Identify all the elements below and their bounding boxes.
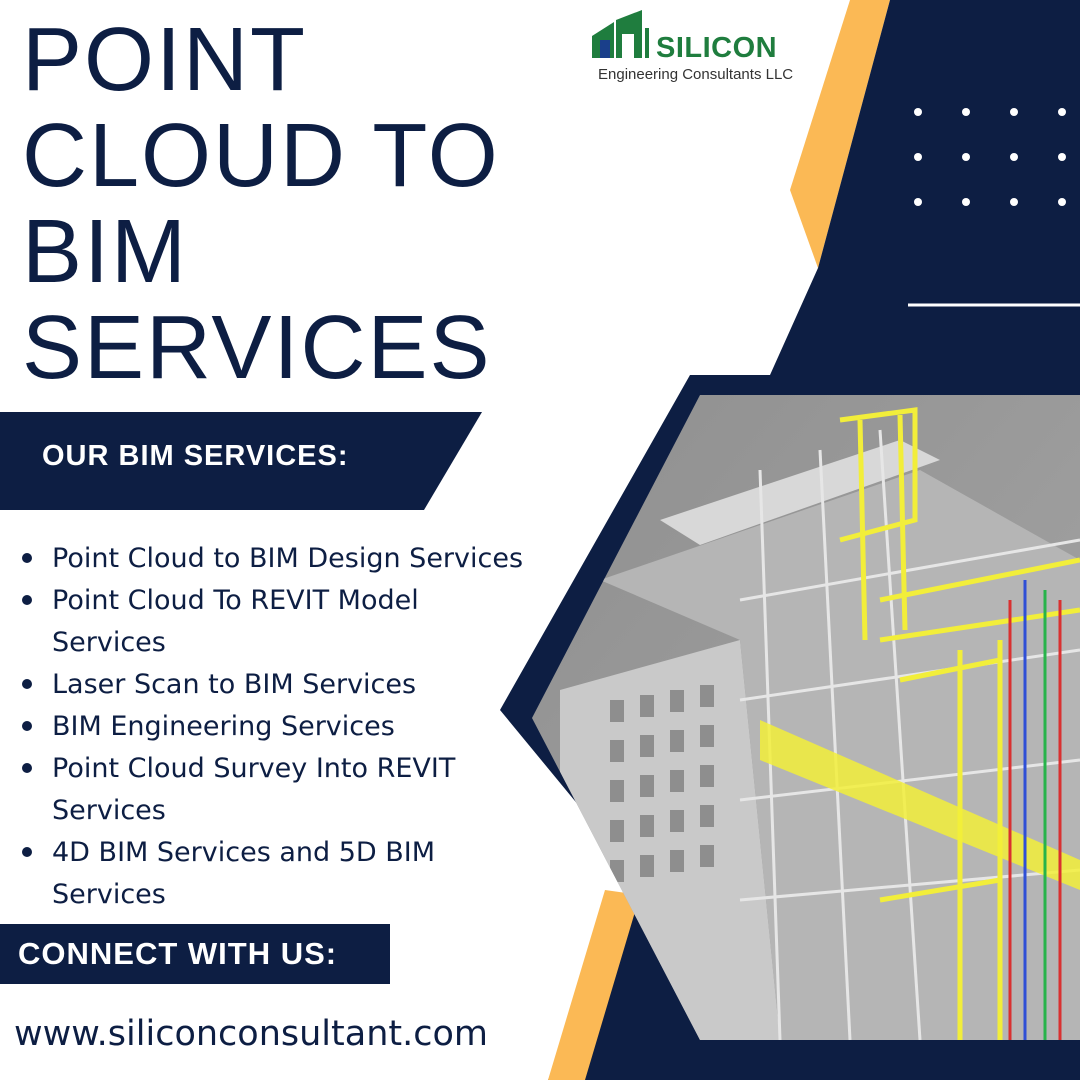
bullet-icon xyxy=(22,679,32,689)
bullet-icon xyxy=(22,721,32,731)
service-label: BIM Engineering Services xyxy=(52,711,395,742)
accent-stripe-top xyxy=(790,0,890,268)
title-line-4: SERVICES xyxy=(22,298,492,398)
list-item: BIM Engineering Services xyxy=(22,706,602,748)
service-label: Laser Scan to BIM Services xyxy=(52,669,417,700)
building-logo-icon xyxy=(592,10,649,58)
list-item: Point Cloud Survey Into REVIT Services xyxy=(22,748,552,832)
services-heading-banner xyxy=(0,412,482,510)
title-line-2: CLOUD TO xyxy=(22,106,500,206)
connect-banner xyxy=(0,924,390,984)
list-item: Point Cloud to BIM Design Services xyxy=(22,538,602,580)
service-label: Point Cloud to BIM Design Services xyxy=(52,543,524,574)
service-label: Point Cloud Survey Into REVIT Services xyxy=(52,753,456,826)
connect-heading: CONNECT WITH US: xyxy=(18,936,338,971)
accent-stripe-bottom xyxy=(548,890,640,1080)
services-heading: OUR BIM SERVICES: xyxy=(42,440,349,472)
silicon-logo: SILICON Engineering Consultants LLC xyxy=(592,8,822,90)
list-item: 4D BIM Services and 5D BIM Services xyxy=(22,832,512,916)
services-list: Point Cloud to BIM Design Services Point… xyxy=(22,538,602,916)
website-link[interactable]: www.siliconconsultant.com xyxy=(14,1014,488,1054)
logo-tagline: Engineering Consultants LLC xyxy=(598,66,794,83)
list-item: Point Cloud To REVIT Model Services xyxy=(22,580,512,664)
service-label: 4D BIM Services and 5D BIM Services xyxy=(52,837,436,910)
title-line-1: POINT xyxy=(22,10,308,110)
bullet-icon xyxy=(22,847,32,857)
title-line-3: BIM xyxy=(22,202,189,302)
bullet-icon xyxy=(22,763,32,773)
list-item: Laser Scan to BIM Services xyxy=(22,664,602,706)
bullet-icon xyxy=(22,553,32,563)
service-label: Point Cloud To REVIT Model Services xyxy=(52,585,419,658)
page-title: POINT CLOUD TO BIM SERVICES xyxy=(22,12,500,396)
dot-grid-decoration xyxy=(914,108,1066,206)
logo-name: SILICON xyxy=(656,32,778,64)
bullet-icon xyxy=(22,595,32,605)
